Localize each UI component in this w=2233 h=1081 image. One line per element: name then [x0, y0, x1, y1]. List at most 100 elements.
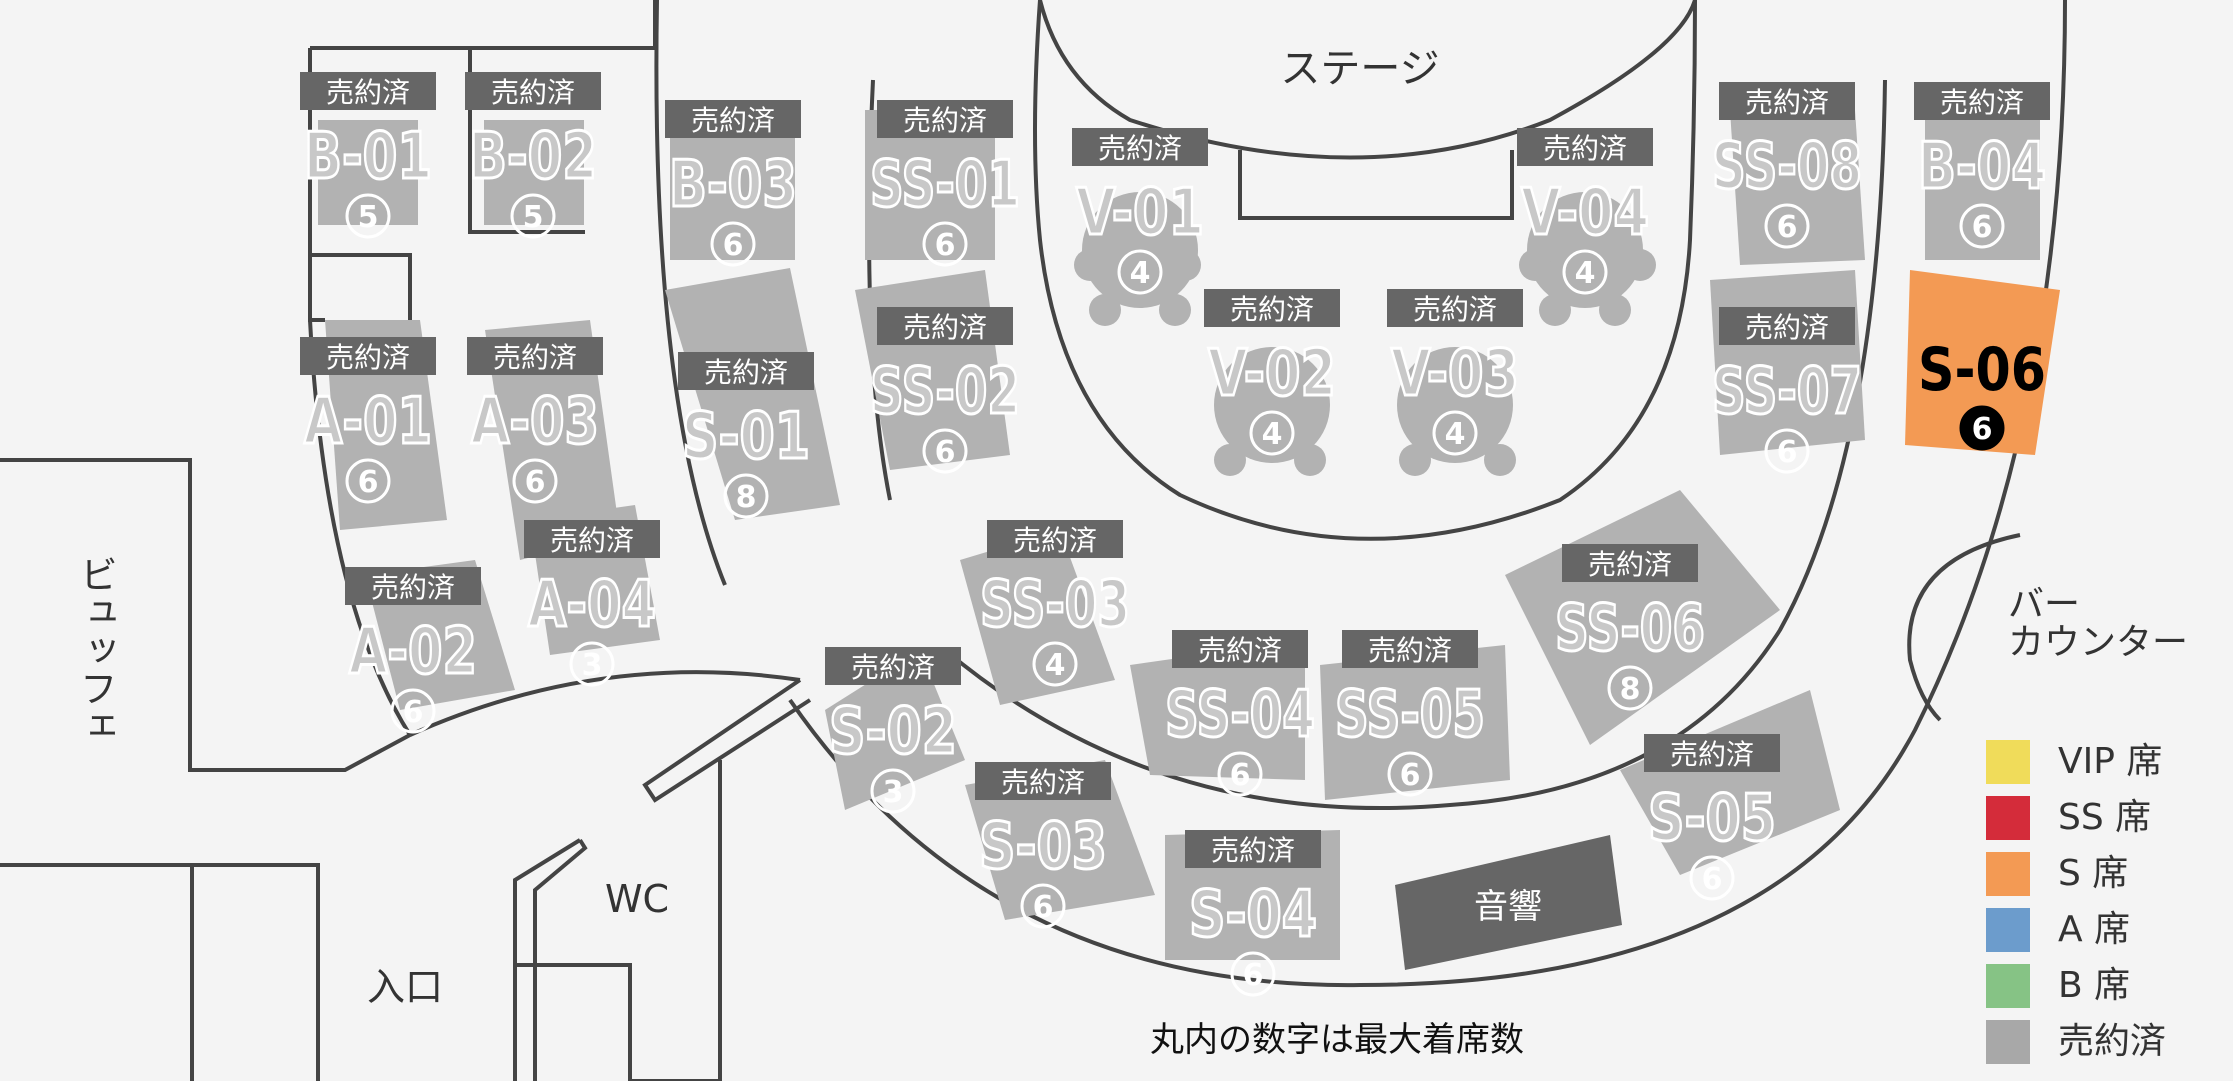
capacity-circle: [512, 458, 558, 504]
seat-s-06[interactable]: S-066: [1918, 335, 2046, 451]
seat-code: SS-06: [1555, 592, 1705, 666]
capacity-circle: [1217, 751, 1263, 797]
capacity-number: 6: [358, 465, 379, 500]
seat-code: A-03: [471, 385, 599, 459]
capacity-circle: [1249, 410, 1295, 456]
capacity-number: 6: [1777, 435, 1798, 470]
capacity-circle: [723, 473, 769, 519]
legend-swatch: [1986, 908, 2030, 952]
sold-label: 売約済: [851, 651, 935, 684]
capacity-number: 5: [523, 200, 544, 235]
sold-label: 売約済: [1745, 311, 1829, 344]
sold-label: 売約済: [903, 311, 987, 344]
capacity-number: 6: [1702, 862, 1723, 897]
capacity-circle: [710, 221, 756, 267]
capacity-circle: [1764, 428, 1810, 474]
capacity-circle: [1764, 203, 1810, 249]
seat-code: V-03: [1391, 337, 1519, 411]
legend-swatch: [1986, 964, 2030, 1008]
sold-tag: [465, 72, 601, 110]
capacity-circle: [390, 688, 436, 734]
capacity-number: 4: [1045, 648, 1066, 683]
capacity-number: 3: [582, 648, 603, 683]
sound-booth: 音響: [1395, 835, 1622, 970]
sold-label: 売約済: [1543, 132, 1627, 165]
sold-label: 売約済: [1413, 293, 1497, 326]
seat-code: SS-04: [1165, 678, 1315, 752]
seat-code: A-04: [528, 568, 656, 642]
capacity-number: 5: [358, 200, 379, 235]
sold-label: 売約済: [903, 104, 987, 137]
capacity-circle: [345, 193, 391, 239]
capacity-circle: [1020, 883, 1066, 929]
seat-code: V-01: [1076, 176, 1204, 250]
capacity-circle: [1562, 249, 1608, 295]
sold-tag: [1562, 544, 1698, 582]
sold-label: 売約済: [326, 341, 410, 374]
sold-tag: [1204, 289, 1340, 327]
sold-tag: [987, 520, 1123, 558]
seat-code: B-02: [469, 120, 597, 194]
entrance-label: 入口: [367, 965, 443, 1009]
capacity-number: 6: [1972, 412, 1993, 447]
legend-item: A 席: [1986, 904, 2226, 960]
sold-tag: [877, 100, 1013, 138]
sold-tag: [877, 307, 1013, 345]
seat-code: V-02: [1208, 337, 1336, 411]
seat-code: SS-02: [870, 355, 1020, 429]
seat-code: A-02: [349, 615, 477, 689]
legend-label: A 席: [2058, 909, 2131, 950]
sound-label: 音響: [1474, 887, 1542, 927]
sold-tag: [1719, 307, 1855, 345]
capacity-circle: [1607, 665, 1653, 711]
seat-ss-06[interactable]: 売約済 SS-06 8: [1554, 544, 1707, 711]
seat-block-s-06[interactable]: [1905, 270, 2060, 455]
seat-code: SS-03: [980, 568, 1130, 642]
sold-tag: [825, 647, 961, 685]
sold-label: 売約済: [1588, 548, 1672, 581]
seat-code: S-04: [1189, 878, 1317, 952]
legend-label: 売約済: [2058, 1021, 2167, 1062]
capacity-circle: [870, 768, 916, 814]
seat-code: S-01: [682, 400, 810, 474]
seat-code: B-01: [304, 120, 432, 194]
sold-label: 売約済: [691, 104, 775, 137]
capacity-number: 3: [883, 775, 904, 810]
sold-tag: [1072, 128, 1208, 166]
legend-label: S 席: [2058, 853, 2129, 894]
sold-tag: [1387, 289, 1523, 327]
capacity-number: 6: [1243, 958, 1264, 993]
sold-tag: [1517, 128, 1653, 166]
sold-label: 売約済: [1001, 766, 1085, 799]
capacity-circle: [345, 458, 391, 504]
seat-code: S-05: [1648, 782, 1776, 856]
capacity-number: 8: [1620, 672, 1641, 707]
sold-label: 売約済: [1940, 86, 2024, 119]
seat-code: S-03: [979, 810, 1107, 884]
sold-label: 売約済: [1230, 293, 1314, 326]
